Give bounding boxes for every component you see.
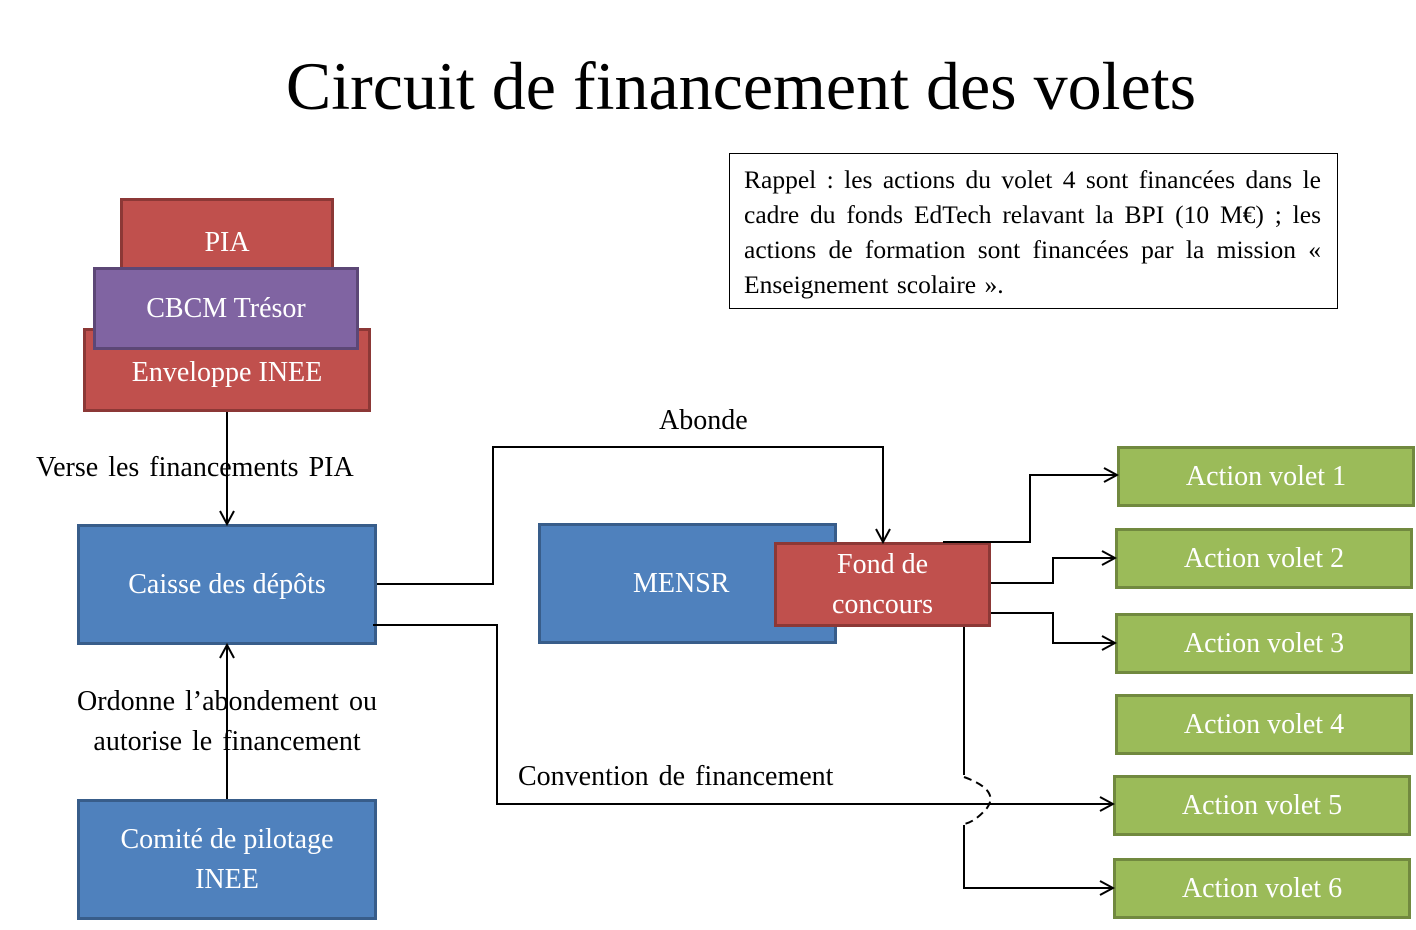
node-caisse-des-depots[interactable]: Caisse des dépôts xyxy=(77,524,377,645)
arrow-fond-to-volet-6-end xyxy=(963,825,1112,888)
action-volet-1-label: Action volet 1 xyxy=(1185,460,1347,492)
action-volet-2-label: Action volet 2 xyxy=(1183,542,1345,574)
line-crossing-hop xyxy=(963,776,992,825)
action-volet-3[interactable]: Action volet 3 xyxy=(1115,613,1413,674)
node-comite-label-1: Comité de pilotage xyxy=(120,823,334,855)
node-mensr-label: MENSR xyxy=(633,567,730,599)
label-abonde: Abonde xyxy=(659,405,748,436)
node-comite-de-pilotage[interactable]: Comité de pilotage INEE xyxy=(77,799,377,920)
action-volet-4-label: Action volet 4 xyxy=(1183,708,1345,740)
slide-title: Circuit de financement des volets xyxy=(285,48,1197,124)
node-pia-label: PIA xyxy=(204,227,250,258)
arrow-fond-to-volet-2 xyxy=(991,558,1114,584)
arrow-caisse-to-volet-5 xyxy=(373,624,1112,804)
action-volet-5-label: Action volet 5 xyxy=(1181,789,1343,821)
label-convention-financement: Convention de financement xyxy=(518,761,834,792)
action-volet-5[interactable]: Action volet 5 xyxy=(1113,775,1411,836)
node-caisse-label: Caisse des dépôts xyxy=(128,568,326,600)
arrow-fond-to-volet-1 xyxy=(943,475,1116,543)
label-ordonne-line-1: Ordonne l’abondement ou xyxy=(77,686,377,717)
node-cbcm-tresor[interactable]: CBCM Trésor xyxy=(93,267,359,350)
arrow-fond-to-volet-3 xyxy=(991,612,1114,643)
action-volet-3-label: Action volet 3 xyxy=(1183,627,1345,659)
node-comite-label-2: INEE xyxy=(195,863,259,895)
label-ordonne-line-2: autorise le financement xyxy=(93,726,361,757)
label-verse-financements: Verse les financements PIA xyxy=(36,452,354,483)
action-volet-1[interactable]: Action volet 1 xyxy=(1117,446,1415,507)
node-enveloppe-label: Enveloppe INEE xyxy=(131,357,323,388)
node-fond-label-2: concours xyxy=(831,588,934,620)
reminder-note: Rappel : les actions du volet 4 sont fin… xyxy=(729,153,1338,309)
action-volet-2[interactable]: Action volet 2 xyxy=(1115,528,1413,589)
action-volet-4[interactable]: Action volet 4 xyxy=(1115,694,1413,755)
arrow-caisse-to-fond-abonde xyxy=(377,446,883,585)
node-fond-label-1: Fond de xyxy=(837,548,928,580)
node-cbcm-label: CBCM Trésor xyxy=(146,292,306,324)
action-volet-6-label: Action volet 6 xyxy=(1181,872,1343,904)
action-volet-6[interactable]: Action volet 6 xyxy=(1113,858,1411,919)
